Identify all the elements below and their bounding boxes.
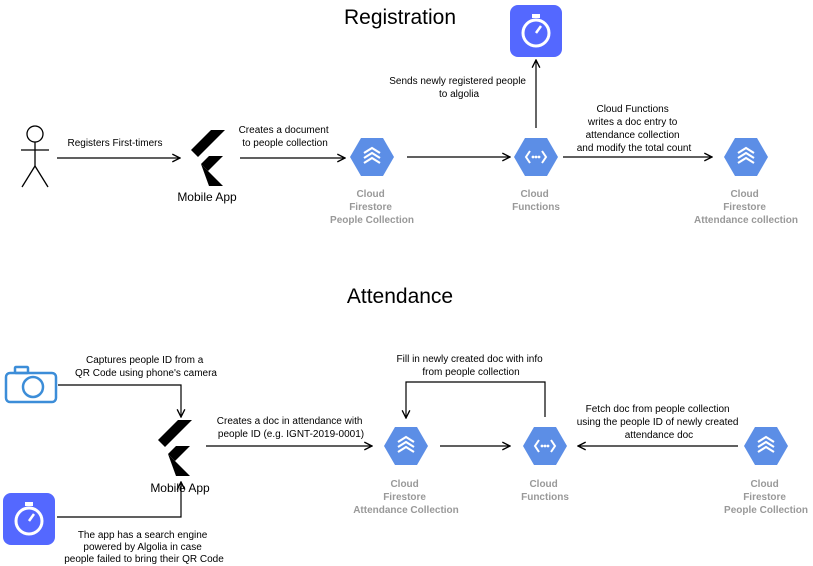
registration-title: Registration (344, 6, 456, 29)
edge-functions-fill-attendance (406, 381, 546, 418)
edge-camera-to-app (58, 384, 181, 417)
sends-label: Sends newly registered people to algolia (389, 76, 529, 100)
firestore-attendance-label: Cloud Firestore Attendance Collection (353, 479, 459, 516)
captures-label: Captures people ID from a QR Code using … (75, 355, 217, 379)
fetch-label: Fetch doc from people collection using t… (577, 404, 742, 441)
create-doc-label: Creates a document to people collection (239, 125, 332, 149)
cloud-firestore-icon (384, 427, 428, 465)
registers-label: Registers First-timers (67, 138, 162, 149)
algolia-stopwatch-icon (510, 5, 562, 57)
cloud-functions-icon (514, 138, 558, 176)
firestore-attendance-label: Cloud Firestore Attendance collection (694, 189, 798, 226)
flutter-logo-icon (158, 420, 192, 476)
mobile-app-label: Mobile App (150, 481, 210, 495)
firestore-people-label: Cloud Firestore People Collection (724, 479, 808, 516)
algolia-stopwatch-icon (3, 493, 55, 545)
flutter-logo-icon (191, 130, 225, 186)
cloud-firestore-icon (724, 138, 768, 176)
edge-algolia-to-app (57, 482, 181, 518)
functions-label: Cloud Functions (512, 189, 560, 213)
fill-label: Fill in newly created doc with info from… (397, 354, 546, 378)
mobile-app-label: Mobile App (177, 190, 237, 204)
create-label: Creates a doc in attendance with people … (217, 416, 365, 440)
cf-label: Cloud Functions writes a doc entry to at… (577, 104, 692, 154)
attendance-title: Attendance (347, 285, 453, 308)
search-label: The app has a search engine powered by A… (64, 530, 224, 565)
cloud-firestore-icon (744, 427, 788, 465)
cloud-firestore-icon (350, 138, 394, 176)
firestore-people-label: Cloud Firestore People Collection (330, 189, 414, 226)
stick-figure-icon (21, 125, 49, 188)
camera-icon (4, 365, 58, 404)
cloud-functions-icon (523, 427, 567, 465)
functions-label: Cloud Functions (521, 479, 569, 503)
